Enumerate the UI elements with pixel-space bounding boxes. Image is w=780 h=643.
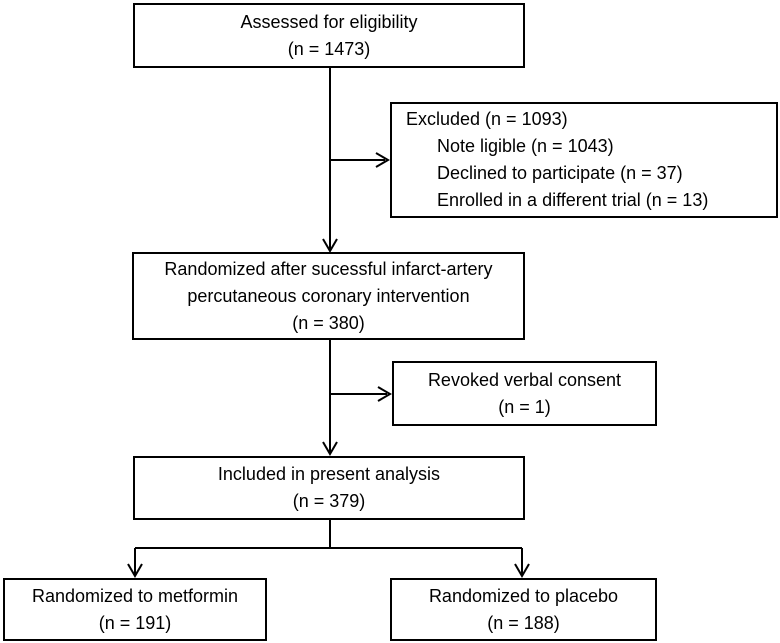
arrowhead-right-excluded: [375, 152, 390, 168]
box-count: (n = 379): [292, 491, 366, 511]
flow-box-assessed-for-eligibility: Assessed for eligibility (n = 1473): [133, 3, 525, 68]
arrowhead-down-placebo: [514, 563, 530, 578]
box-count: (n = 380): [292, 312, 365, 333]
flow-box-included-in-analysis: Included in present analysis (n = 379): [133, 456, 525, 520]
flow-box-excluded: Excluded (n = 1093) Note ligible (n = 10…: [390, 102, 778, 218]
box-line: Randomized to metformin: [31, 585, 239, 606]
box-count: (n = 1473): [287, 38, 371, 59]
arrowhead-down-randomized: [322, 238, 338, 253]
box-count: (n = 191): [98, 612, 172, 633]
excluded-reason: Enrolled in a different trial (n = 13): [437, 190, 709, 210]
flow-box-revoked-verbal-consent: Revoked verbal consent (n = 1): [392, 361, 657, 426]
box-count: (n = 188): [487, 612, 560, 633]
arrowhead-right-revoked: [377, 386, 392, 402]
flow-box-randomized-to-metformin: Randomized to metformin (n = 191): [3, 578, 267, 641]
arrowhead-down-included: [322, 441, 338, 456]
box-count: (n = 1): [498, 396, 551, 417]
box-line: Randomized after sucessful infarct-arter…: [164, 258, 493, 279]
flow-box-randomized-to-placebo: Randomized to placebo (n = 188): [390, 578, 657, 641]
arrowhead-down-metformin: [127, 563, 143, 578]
flow-box-randomized-after-pci: Randomized after sucessful infarct-arter…: [132, 252, 525, 340]
box-line: Randomized to placebo: [428, 585, 619, 606]
box-line: Assessed for eligibility: [240, 11, 418, 32]
box-heading: Excluded (n = 1093): [406, 109, 568, 129]
excluded-reason: Declined to participate (n = 37): [437, 163, 683, 183]
excluded-reason: Note ligible (n = 1043): [437, 136, 614, 156]
box-line: Included in present analysis: [217, 464, 441, 484]
box-line: percutaneous coronary intervention: [187, 285, 470, 306]
box-line: Revoked verbal consent: [427, 369, 622, 390]
